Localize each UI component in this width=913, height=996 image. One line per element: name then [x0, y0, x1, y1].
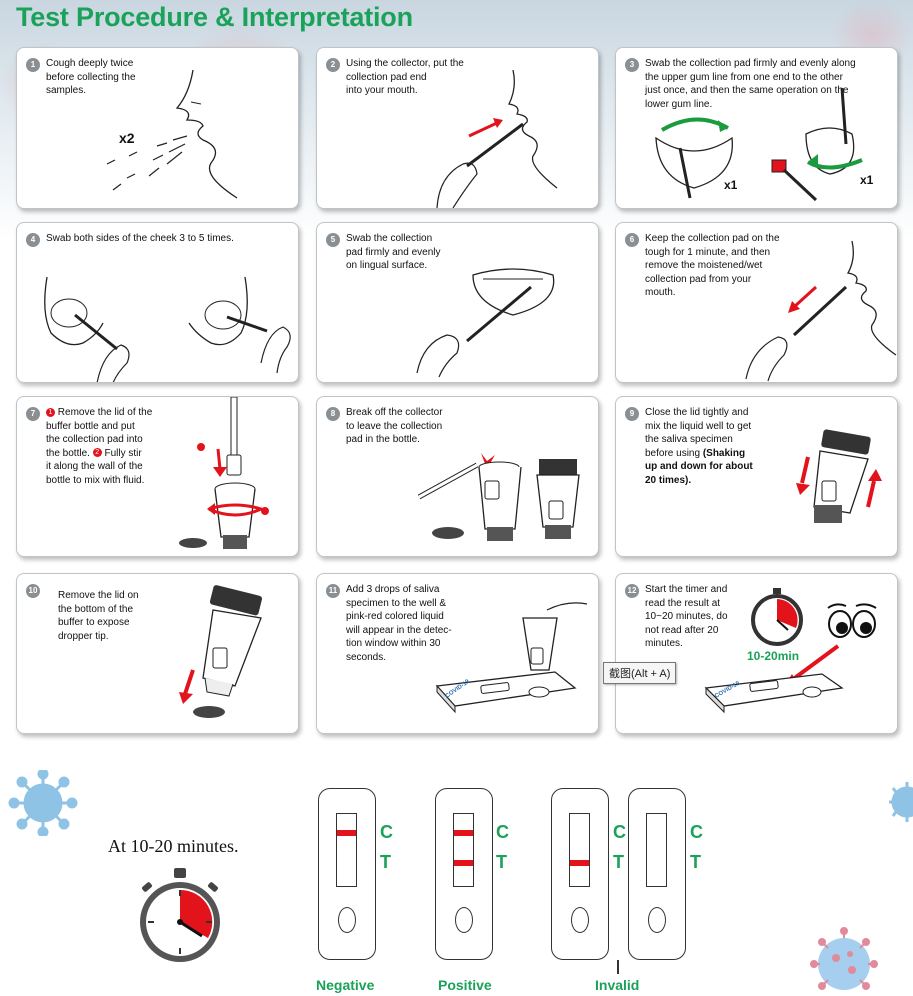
cough-illustration: x2 — [106, 69, 238, 199]
test-strip-positive — [435, 788, 493, 960]
step-text: Swab the collection pad firmly and evenl… — [645, 58, 856, 110]
test-letter: T — [380, 852, 391, 872]
virus-icon — [8, 770, 78, 836]
step-number: 8 — [326, 407, 340, 421]
page-title: Test Procedure & Interpretation — [16, 2, 413, 32]
step-number: 11 — [326, 584, 340, 598]
collector-mouth-illustration — [436, 69, 558, 208]
result-label: Negative — [316, 977, 375, 993]
step-card-3: 3 Swab the collection pad firmly and eve… — [615, 47, 898, 209]
buffer-bottle-illustration — [179, 397, 269, 549]
result-window — [569, 813, 590, 887]
test-letter: T — [496, 852, 507, 872]
test-strip-invalid — [551, 788, 609, 960]
test-line — [454, 860, 473, 866]
result-window — [453, 813, 474, 887]
control-line — [454, 830, 473, 836]
test-strip-invalid — [628, 788, 686, 960]
step-card-4: 4 Swab both sides of the cheek 3 to 5 ti… — [16, 222, 299, 383]
step-number: 12 — [625, 584, 639, 598]
step-annotation: x2 — [119, 130, 135, 146]
screenshot-tooltip: 截图(Alt + A) — [603, 662, 677, 684]
control-letter: C — [690, 822, 703, 842]
result-window — [646, 813, 667, 887]
step-number: 9 — [625, 407, 639, 421]
step-number: 4 — [26, 233, 40, 247]
add-drops-illustration: COVID-19 — [435, 602, 588, 714]
step-annotation: x1 — [724, 178, 738, 192]
sample-well — [455, 907, 473, 933]
shake-bottle-illustration — [796, 429, 882, 523]
invalid-bracket — [617, 960, 619, 974]
tongue-swab-illustration — [416, 268, 555, 378]
test-letter: T — [613, 852, 624, 872]
step-marker: 2 — [92, 448, 102, 458]
step-text: 1 Remove the lid of the buffer bottle an… — [46, 407, 153, 486]
step-number: 10 — [26, 584, 40, 598]
step-text: Swab both sides of the cheek 3 to 5 time… — [46, 233, 234, 244]
control-line — [337, 830, 356, 836]
test-line — [570, 860, 589, 866]
step-number: 7 — [26, 407, 40, 421]
stopwatch-icon — [140, 868, 220, 962]
sample-well — [648, 907, 666, 933]
test-strip-negative — [318, 788, 376, 960]
remove-pad-illustration — [745, 240, 897, 382]
cheek-swab-illustration — [44, 276, 291, 382]
timer-read-illustration: 10-20min COVID-19 — [704, 588, 877, 714]
step-number: 6 — [625, 233, 639, 247]
control-letter: C — [380, 822, 393, 842]
sample-well — [338, 907, 356, 933]
result-window — [336, 813, 357, 887]
interpretation-time-label: At 10-20 minutes. — [108, 836, 239, 856]
step-card-7: 7 1 Remove the lid of the buffer bottle … — [16, 396, 299, 557]
remove-bottom-lid-illustration — [179, 585, 263, 718]
step-number: 5 — [326, 233, 340, 247]
control-letter: C — [613, 822, 626, 842]
control-letter: C — [496, 822, 509, 842]
step-number: 2 — [326, 58, 340, 72]
step-number: 3 — [625, 58, 639, 72]
sample-well — [571, 907, 589, 933]
virus-icon — [810, 927, 878, 990]
result-label: Positive — [438, 977, 492, 993]
result-label: Invalid — [595, 977, 640, 993]
break-collector-illustration — [417, 453, 580, 541]
step-annotation: x1 — [860, 173, 874, 187]
timer-label: 10-20min — [747, 649, 799, 663]
test-letter: T — [690, 852, 701, 872]
gum-line-illustration: x1 x1 — [655, 87, 874, 202]
step-marker: 1 — [46, 407, 55, 417]
step-number: 1 — [26, 58, 40, 72]
virus-icon — [889, 782, 913, 822]
